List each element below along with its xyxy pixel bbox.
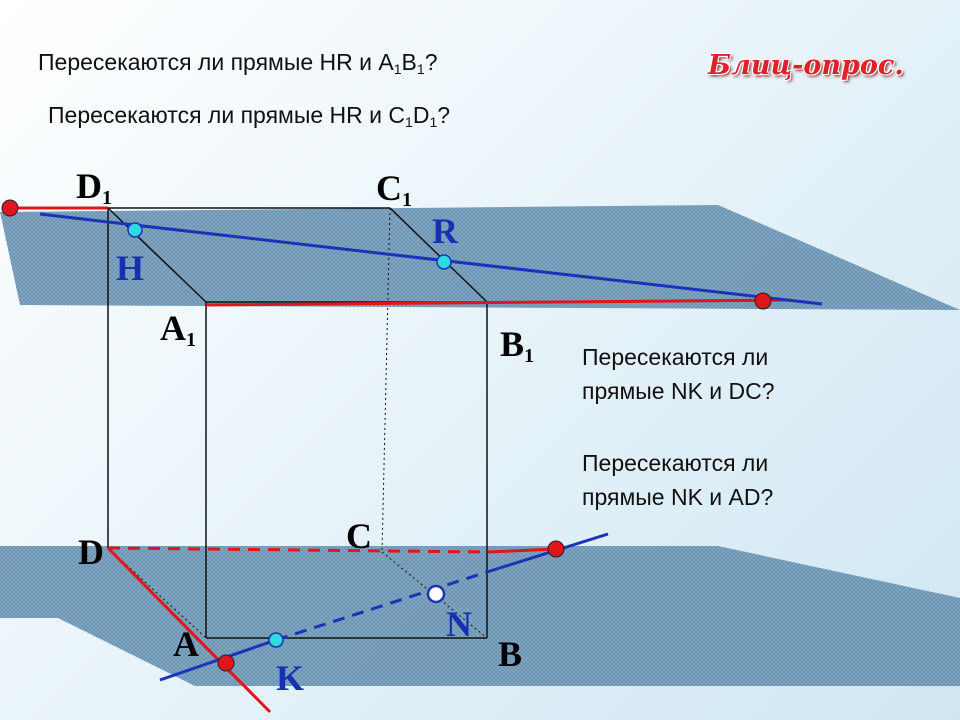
- point-h: [127, 222, 143, 238]
- label-k: K: [276, 658, 304, 698]
- label-r: R: [432, 211, 459, 251]
- line-ad: [106, 546, 272, 714]
- line-a1b1: [205, 298, 791, 307]
- point-red-left: [1, 199, 19, 217]
- point-r: [436, 254, 452, 270]
- point-n: [426, 584, 446, 604]
- line-nk-dashed: [275, 570, 488, 642]
- line-hr: [107, 220, 823, 306]
- question-hr-c1d1: Пересекаются ли прямые HR и C1D1?: [48, 102, 451, 130]
- line-dc-dashed: [107, 546, 489, 554]
- line-hr-left: [39, 212, 109, 224]
- hidden-edges: [107, 207, 488, 639]
- blitz-quiz-badge: Блиц-опрос.: [708, 50, 904, 81]
- label-c: C: [346, 516, 372, 556]
- point-red-right: [754, 292, 772, 310]
- point-red-a: [217, 654, 235, 672]
- line-dc-solid: [487, 547, 557, 554]
- label-h: H: [116, 248, 144, 288]
- line-nk-solid-1: [159, 638, 277, 682]
- label-a: A: [173, 624, 199, 664]
- solid-edges: [107, 207, 488, 639]
- upper-plane: [0, 205, 960, 310]
- label-b: B: [498, 634, 522, 674]
- lower-plane: [0, 546, 960, 686]
- line-nk-solid-2: [486, 532, 609, 574]
- label-a1: A1: [160, 308, 196, 351]
- point-red-dc: [547, 540, 565, 558]
- label-b1: B1: [500, 324, 534, 367]
- question-hr-a1b1: Пересекаются ли прямые HR и A1B1?: [38, 49, 438, 77]
- label-n: N: [446, 604, 472, 644]
- label-d: D: [78, 532, 104, 572]
- label-c1: C1: [376, 168, 412, 211]
- label-d1: D1: [76, 166, 112, 209]
- point-k: [268, 632, 284, 648]
